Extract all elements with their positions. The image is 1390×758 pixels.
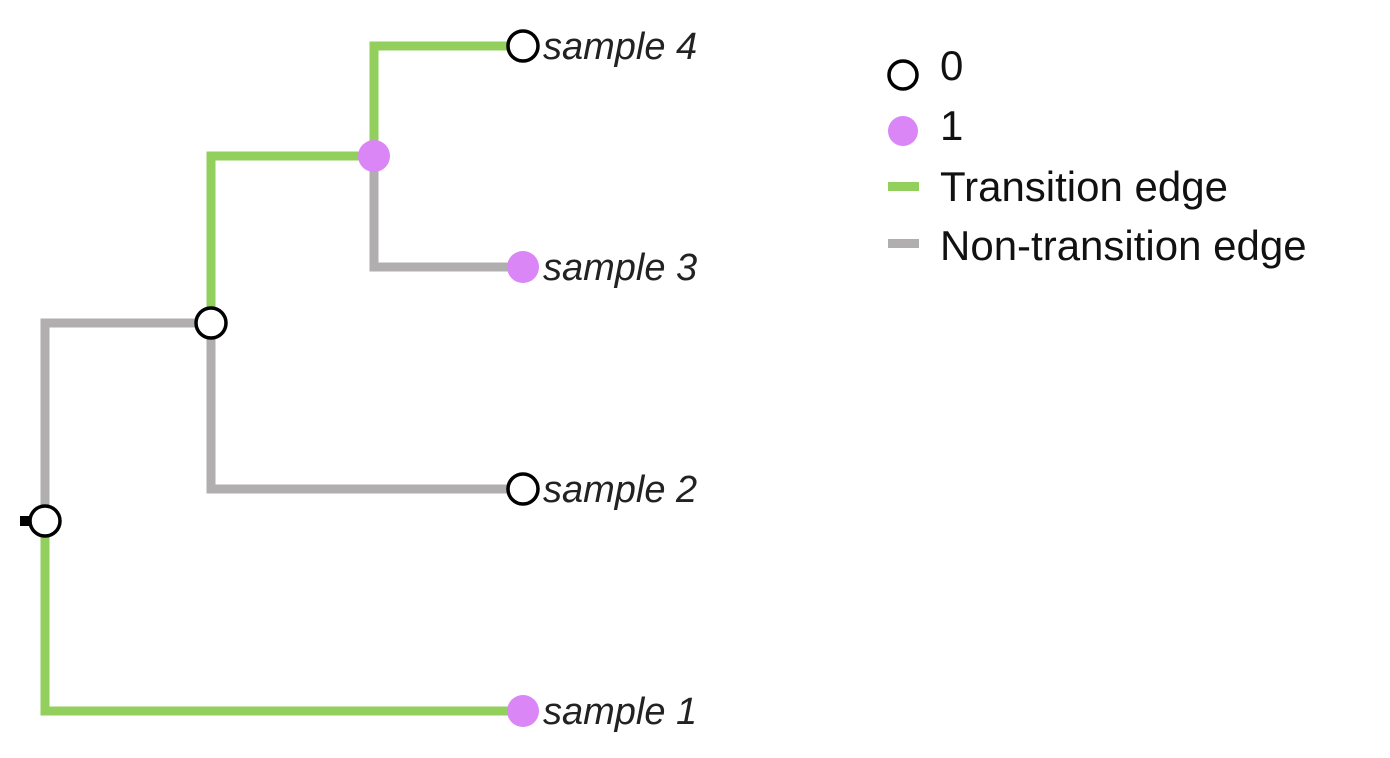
- leaf-label-sample-1: sample 1: [543, 691, 697, 733]
- internal-node-3-4: [358, 140, 390, 172]
- edge-to-sample-2: [206, 323, 523, 494]
- legend-label-non-transition-edge: Non-transition edge: [940, 222, 1307, 269]
- leaf-node-sample-3: [507, 251, 539, 283]
- leaf-label-sample-2: sample 2: [543, 469, 697, 511]
- edge-to-sample-1: [40, 521, 523, 716]
- leaf-node-sample-4: [506, 29, 540, 63]
- legend-marker-state-0: [887, 59, 919, 91]
- edge-to-sample-4: [369, 41, 523, 156]
- leaf-labels: sample 4 sample 3 sample 2 sample 1: [543, 26, 697, 733]
- legend-marker-state-1: [888, 116, 918, 146]
- legend-marker-non-transition-edge: [888, 239, 919, 248]
- leaf-label-sample-3: sample 3: [543, 247, 697, 289]
- edge-to-node-3-4: [206, 151, 374, 323]
- internal-node-2-3-4: [194, 306, 228, 340]
- legend-marker-transition-edge: [888, 182, 919, 191]
- edge-to-sample-3: [369, 156, 523, 272]
- legend-label-state-0: 0: [940, 42, 963, 89]
- legend: 0 1 Transition edge Non-transition edge: [887, 42, 1307, 269]
- edge-to-node-2-3-4: [40, 318, 211, 521]
- leaf-label-sample-4: sample 4: [543, 26, 697, 68]
- root-stub: [20, 516, 36, 526]
- leaf-node-sample-2: [506, 472, 540, 506]
- legend-label-transition-edge: Transition edge: [940, 163, 1228, 210]
- leaf-node-sample-1: [507, 695, 539, 727]
- root-node: [28, 504, 62, 538]
- tree-edges: [40, 41, 523, 716]
- tree-nodes: [28, 29, 540, 727]
- legend-label-state-1: 1: [940, 102, 963, 149]
